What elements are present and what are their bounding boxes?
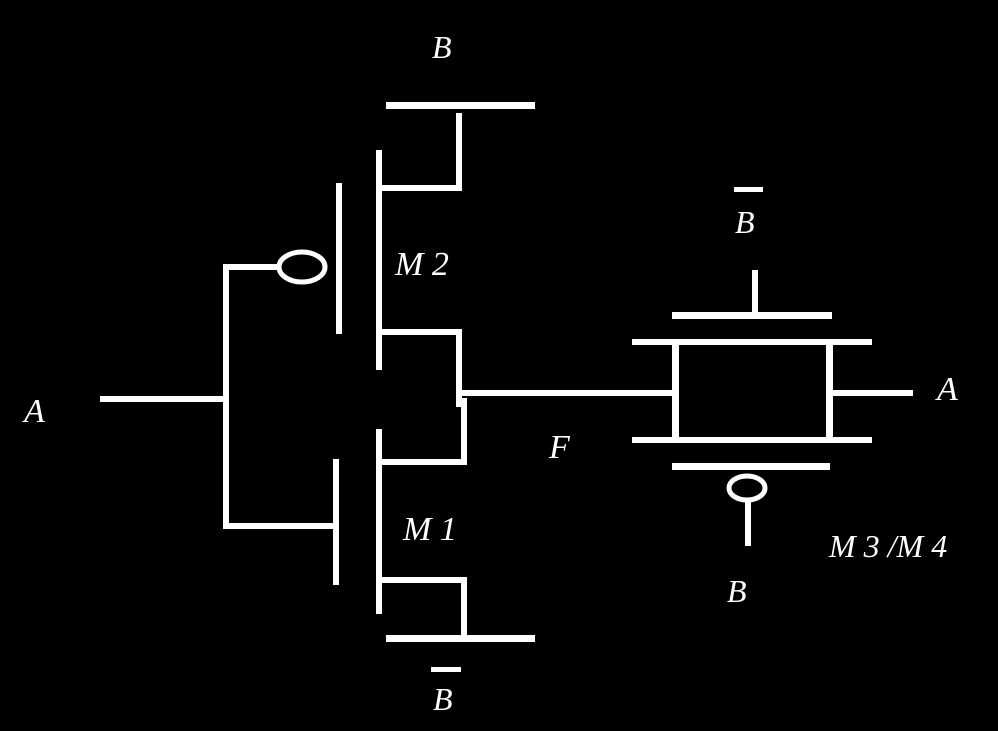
tg-right-a-wire	[830, 390, 913, 396]
output-f-wire	[459, 390, 675, 396]
m2-drain-vertical	[456, 329, 462, 407]
tg-bottom-gate-plate	[672, 463, 830, 470]
a-right-label: A	[935, 371, 958, 408]
tg-top-gate-plate	[672, 312, 832, 319]
m1-channel	[376, 429, 382, 614]
tg-top-gate-terminal	[752, 270, 758, 316]
b-top-label: B	[432, 29, 452, 65]
b-bar-bottom-label: B	[433, 681, 453, 717]
m2-source-horizontal	[376, 185, 462, 191]
m2-gate-plate	[336, 183, 342, 334]
m1-drain-vertical	[461, 398, 467, 465]
b-bar-right-label: B	[735, 204, 755, 240]
m1-drain-horizontal	[376, 459, 467, 465]
m1-source-vertical	[461, 577, 467, 637]
tg-bottom-gate-terminal	[745, 500, 751, 546]
m2-label: M 2	[394, 246, 449, 283]
b-right-bottom-label: B	[727, 573, 747, 609]
tg-right-terminal	[826, 339, 833, 443]
m2-drain-horizontal	[376, 329, 462, 335]
b-bar-bottom-overbar	[431, 667, 461, 672]
m3-m4-label: M 3 /M 4	[828, 528, 947, 564]
m1-b-bar-rail	[386, 635, 535, 642]
m1-gate-feed-wire	[223, 523, 333, 529]
m2-source-vertical	[456, 113, 462, 191]
tg-bottom-channel	[632, 437, 872, 443]
input-a-label: A	[22, 393, 45, 430]
input-a-vertical-bus	[223, 264, 229, 528]
b-bar-right-overbar	[734, 187, 763, 192]
m1-source-horizontal	[376, 577, 467, 583]
m2-channel	[376, 150, 382, 370]
tg-left-terminal	[672, 339, 679, 443]
m2-inversion-bubble	[276, 249, 328, 285]
m1-gate-plate	[333, 459, 339, 585]
m1-label: M 1	[402, 511, 457, 548]
output-f-label: F	[548, 429, 571, 466]
tg-top-channel	[632, 339, 872, 345]
m2-b-rail	[386, 102, 535, 109]
tg-inversion-bubble	[726, 473, 768, 503]
input-a-wire	[100, 396, 226, 402]
m2-gate-feed-wire	[223, 264, 279, 270]
